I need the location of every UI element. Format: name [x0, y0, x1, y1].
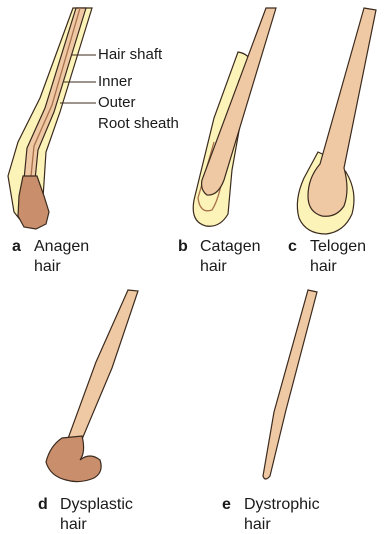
caption-letter: c — [288, 237, 310, 257]
caption-line2: hair — [60, 515, 133, 534]
telogen-hair-shaft — [308, 8, 376, 216]
anagen-hair-drawing — [8, 8, 96, 229]
label-hair-shaft: Hair shaft — [98, 46, 162, 64]
caption-line2: hair — [244, 515, 320, 534]
caption-line2: hair — [34, 257, 89, 277]
caption-letter: a — [12, 237, 34, 257]
caption-line1: Dysplastic — [60, 496, 133, 513]
label-outer: Outer — [98, 94, 136, 112]
dystrophic-hair-drawing — [263, 290, 317, 479]
dysplastic-hair-shaft — [66, 290, 138, 444]
catagen-hair-shaft — [202, 8, 276, 195]
dystrophic-hair-shaft — [263, 290, 317, 479]
telogen-hair-drawing — [297, 8, 376, 234]
caption-line1: Anagen — [34, 238, 89, 255]
caption-letter: b — [178, 237, 200, 257]
dysplastic-hair-drawing — [46, 290, 138, 482]
caption-line2: hair — [200, 257, 261, 277]
dysplastic-bulb — [46, 436, 101, 482]
caption-letter: d — [38, 495, 60, 515]
catagen-hair-drawing — [193, 8, 276, 226]
caption-line1: Dystrophic — [244, 496, 320, 513]
caption-letter: e — [222, 495, 244, 515]
label-root-sheath: Root sheath — [98, 115, 179, 133]
caption-line2: hair — [310, 257, 366, 277]
caption-line1: Telogen — [310, 238, 366, 255]
label-inner: Inner — [98, 73, 132, 91]
caption-line1: Catagen — [200, 238, 261, 255]
